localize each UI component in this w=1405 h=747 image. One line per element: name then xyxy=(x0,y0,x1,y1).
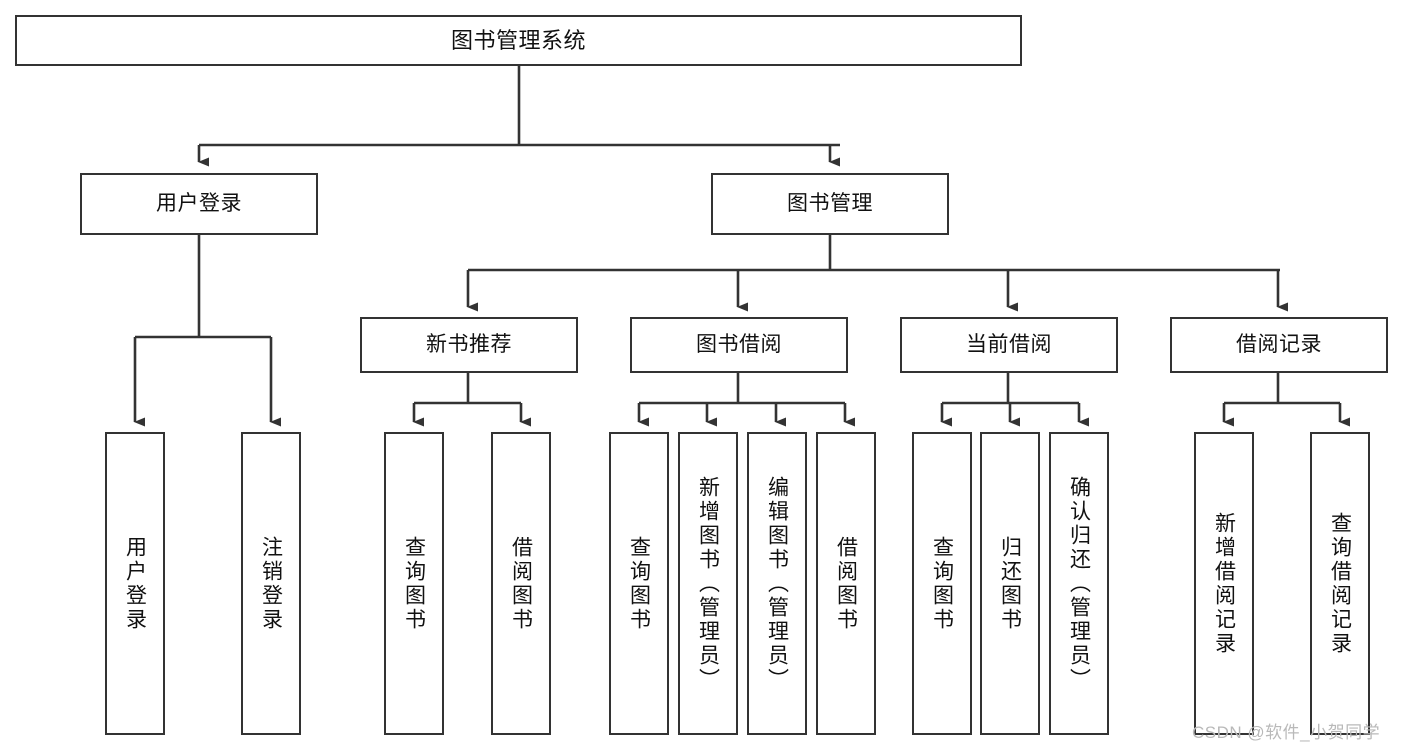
node-borrow-record-label: 借阅记录 xyxy=(1236,332,1322,356)
node-book-manage-label: 图书管理 xyxy=(787,191,873,215)
leaf-add-book[interactable]: 新增图书（管理员） xyxy=(678,432,738,735)
leaf-edit-book-label: 编辑图书（管理员） xyxy=(765,475,789,692)
leaf-user-login-label: 用户登录 xyxy=(123,535,147,632)
leaf-query-book-2-label: 查询图书 xyxy=(627,535,651,632)
node-book-borrow-label: 图书借阅 xyxy=(696,332,782,356)
leaf-user-logout-label: 注销登录 xyxy=(259,535,283,632)
leaf-query-book-3[interactable]: 查询图书 xyxy=(912,432,972,735)
leaf-user-logout[interactable]: 注销登录 xyxy=(241,432,301,735)
leaf-borrow-book-2[interactable]: 借阅图书 xyxy=(816,432,876,735)
leaf-add-record[interactable]: 新增借阅记录 xyxy=(1194,432,1254,735)
watermark-text: CSDN @软件_小贺同学 xyxy=(1192,723,1381,742)
leaf-user-login[interactable]: 用户登录 xyxy=(105,432,165,735)
leaf-return-book-label: 归还图书 xyxy=(998,535,1022,632)
node-book-borrow[interactable]: 图书借阅 xyxy=(630,317,848,373)
leaf-borrow-book-1-label: 借阅图书 xyxy=(509,535,533,632)
leaf-borrow-book-1[interactable]: 借阅图书 xyxy=(491,432,551,735)
leaf-add-book-label: 新增图书（管理员） xyxy=(696,475,720,692)
node-root[interactable]: 图书管理系统 xyxy=(15,15,1022,66)
leaf-query-book-1-label: 查询图书 xyxy=(402,535,426,632)
leaf-return-book[interactable]: 归还图书 xyxy=(980,432,1040,735)
leaf-query-book-3-label: 查询图书 xyxy=(930,535,954,632)
leaf-edit-book[interactable]: 编辑图书（管理员） xyxy=(747,432,807,735)
node-new-book-recommend[interactable]: 新书推荐 xyxy=(360,317,578,373)
leaf-query-book-1[interactable]: 查询图书 xyxy=(384,432,444,735)
node-borrow-record[interactable]: 借阅记录 xyxy=(1170,317,1388,373)
leaf-query-record[interactable]: 查询借阅记录 xyxy=(1310,432,1370,735)
node-user-login[interactable]: 用户登录 xyxy=(80,173,318,235)
leaf-confirm-return-label: 确认归还（管理员） xyxy=(1067,475,1091,692)
node-book-manage[interactable]: 图书管理 xyxy=(711,173,949,235)
leaf-borrow-book-2-label: 借阅图书 xyxy=(834,535,858,632)
leaf-confirm-return[interactable]: 确认归还（管理员） xyxy=(1049,432,1109,735)
leaf-query-book-2[interactable]: 查询图书 xyxy=(609,432,669,735)
leaf-query-record-label: 查询借阅记录 xyxy=(1328,511,1352,656)
node-current-borrow-label: 当前借阅 xyxy=(966,332,1052,356)
leaf-add-record-label: 新增借阅记录 xyxy=(1212,511,1236,656)
node-user-login-label: 用户登录 xyxy=(156,191,242,215)
node-new-book-recommend-label: 新书推荐 xyxy=(426,332,512,356)
node-current-borrow[interactable]: 当前借阅 xyxy=(900,317,1118,373)
node-root-label: 图书管理系统 xyxy=(450,27,586,53)
